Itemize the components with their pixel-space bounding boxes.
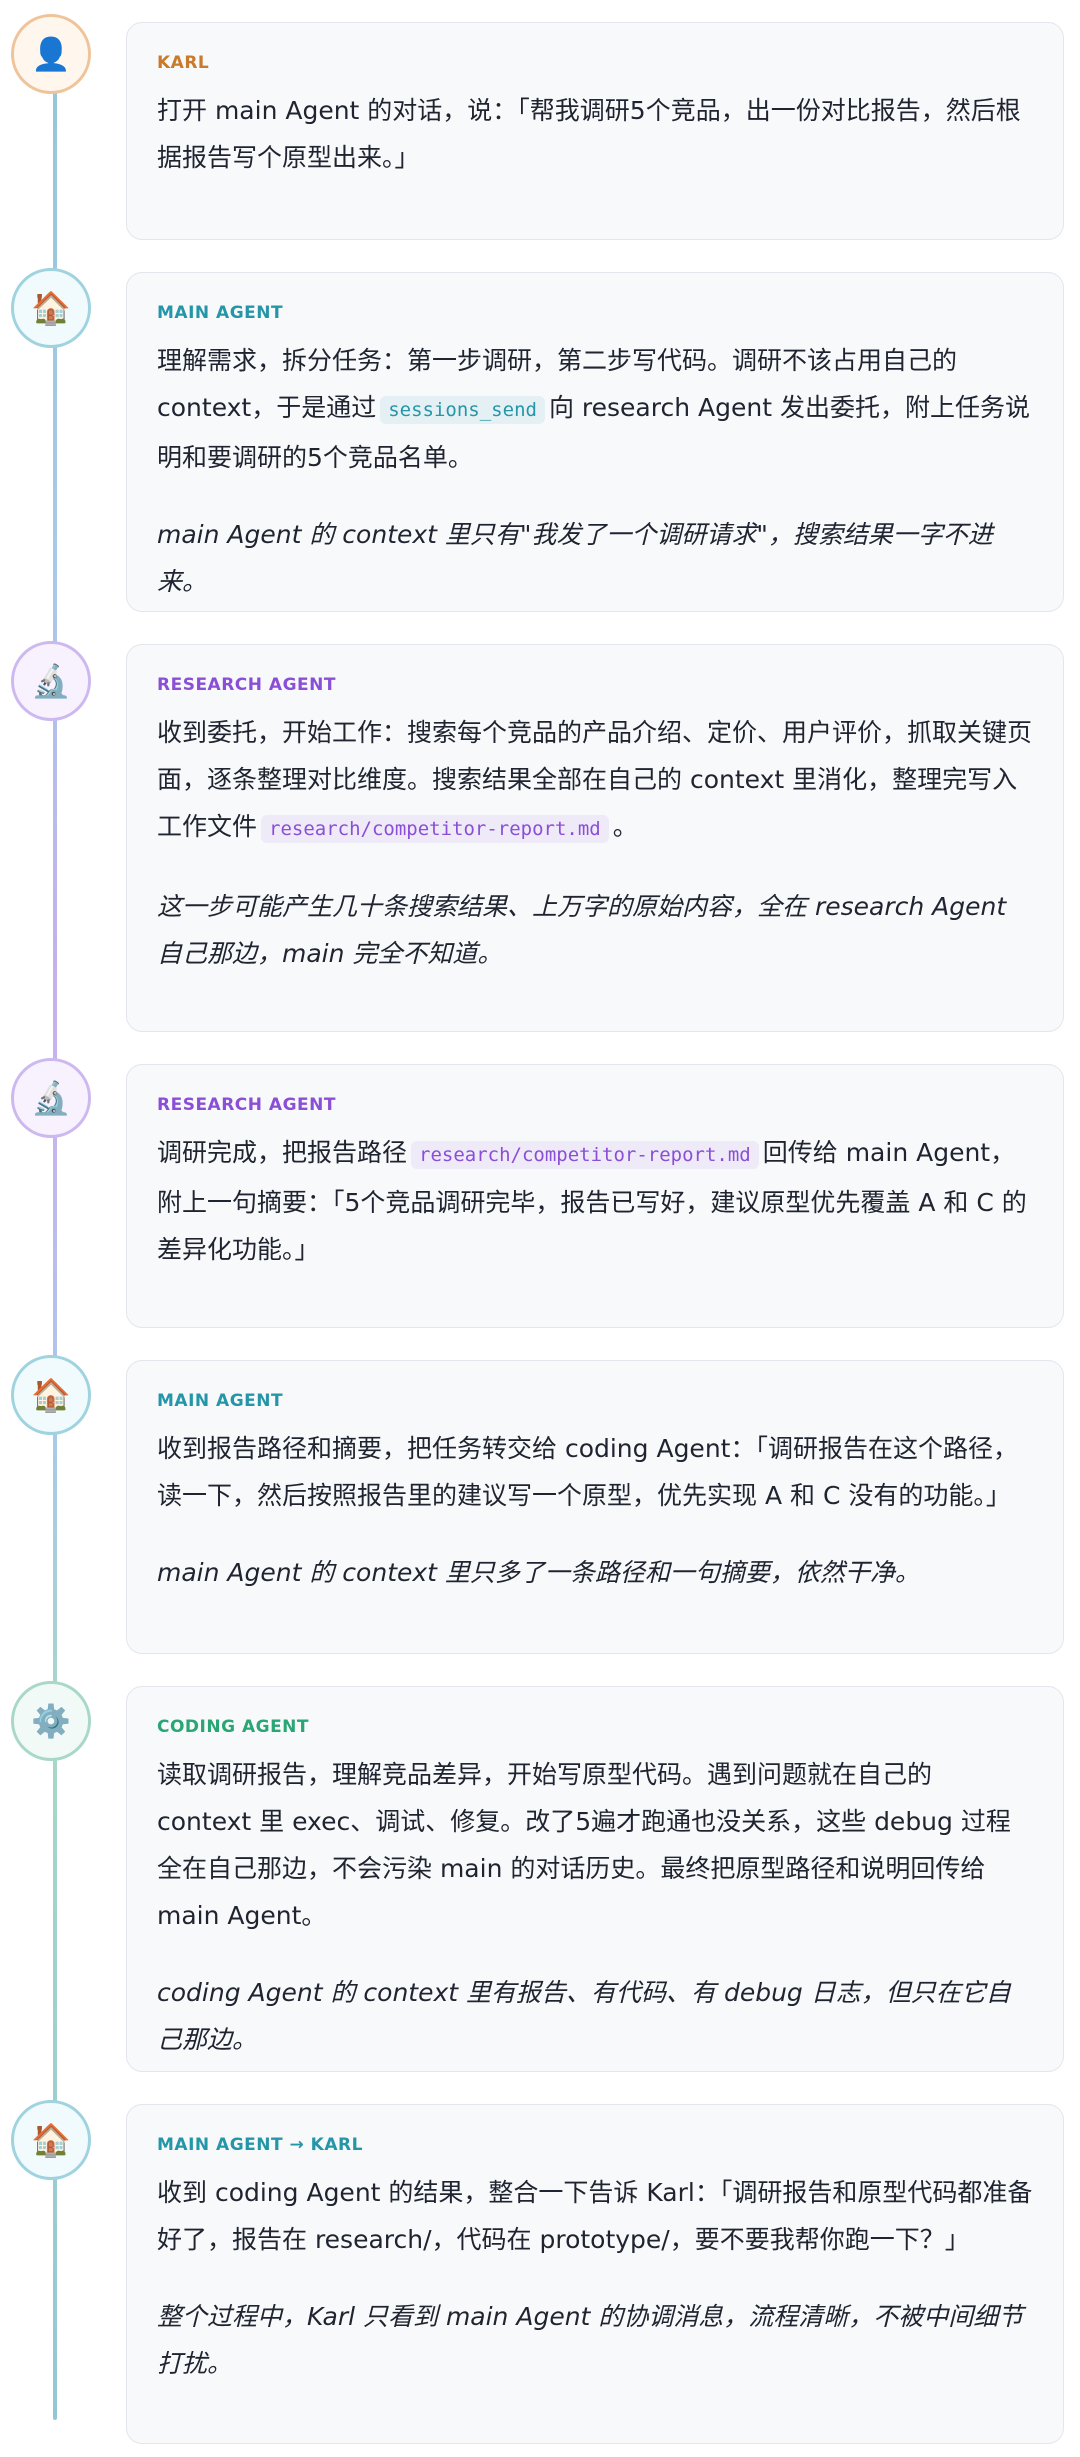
inline-code: research/competitor-report.md bbox=[261, 815, 609, 843]
timeline-step-card: MAIN AGENT 收到报告路径和摘要，把任务转交给 coding Agent… bbox=[126, 1360, 1064, 1654]
step-role-label: MAIN AGENT bbox=[157, 1391, 284, 1411]
timeline-step-card: RESEARCH AGENT 收到委托，开始工作：搜索每个竞品的产品介绍、定价、… bbox=[126, 644, 1064, 1032]
step-role-label: MAIN AGENT → KARL bbox=[157, 2135, 363, 2155]
step-description: 收到委托，开始工作：搜索每个竞品的产品介绍、定价、用户评价，抓取关键页面，逐条整… bbox=[157, 718, 1033, 843]
step-note: 整个过程中，Karl 只看到 main Agent 的协调消息，流程清晰，不被中… bbox=[157, 2302, 1024, 2378]
step-description: 理解需求，拆分任务：第一步调研，第二步写代码。调研不该占用自己的 context… bbox=[157, 346, 1030, 472]
step-role-label: RESEARCH AGENT bbox=[157, 1095, 336, 1115]
timeline-step-card: KARL 打开 main Agent 的对话，说：「帮我调研5个竞品，出一份对比… bbox=[126, 22, 1064, 240]
step-description: 读取调研报告，理解竞品差异，开始写原型代码。遇到问题就在自己的 context … bbox=[157, 1760, 1011, 1930]
timeline-step-card: MAIN AGENT → KARL 收到 coding Agent 的结果，整合… bbox=[126, 2104, 1064, 2444]
timeline-step-card: CODING AGENT 读取调研报告，理解竞品差异，开始写原型代码。遇到问题就… bbox=[126, 1686, 1064, 2072]
house-icon: 🏠 bbox=[11, 1355, 91, 1435]
timeline-step-card: MAIN AGENT 理解需求，拆分任务：第一步调研，第二步写代码。调研不该占用… bbox=[126, 272, 1064, 612]
step-note: main Agent 的 context 里只多了一条路径和一句摘要，依然干净。 bbox=[157, 1558, 920, 1587]
step-role-label: CODING AGENT bbox=[157, 1717, 310, 1737]
step-role-label: KARL bbox=[157, 53, 210, 73]
microscope-icon: 🔬 bbox=[11, 641, 91, 721]
inline-code: sessions_send bbox=[380, 396, 545, 424]
step-note: coding Agent 的 context 里有报告、有代码、有 debug … bbox=[157, 1978, 1011, 2054]
timeline-connector-line bbox=[53, 60, 57, 2420]
step-description: 收到报告路径和摘要，把任务转交给 coding Agent：「调研报告在这个路径… bbox=[157, 1434, 1018, 1510]
step-role-label: MAIN AGENT bbox=[157, 303, 284, 323]
step-description: 收到 coding Agent 的结果，整合一下告诉 Karl：「调研报告和原型… bbox=[157, 2178, 1033, 2254]
microscope-icon: 🔬 bbox=[11, 1058, 91, 1138]
house-icon: 🏠 bbox=[11, 268, 91, 348]
inline-code: research/competitor-report.md bbox=[411, 1141, 759, 1169]
person-icon: 👤 bbox=[11, 14, 91, 94]
step-role-label: RESEARCH AGENT bbox=[157, 675, 336, 695]
house-icon: 🏠 bbox=[11, 2100, 91, 2180]
step-description: 打开 main Agent 的对话，说：「帮我调研5个竞品，出一份对比报告，然后… bbox=[157, 96, 1021, 172]
gear-icon: ⚙️ bbox=[11, 1681, 91, 1761]
step-note: main Agent 的 context 里只有"我发了一个调研请求"，搜索结果… bbox=[157, 520, 993, 596]
step-note: 这一步可能产生几十条搜索结果、上万字的原始内容，全在 research Agen… bbox=[157, 892, 1007, 968]
